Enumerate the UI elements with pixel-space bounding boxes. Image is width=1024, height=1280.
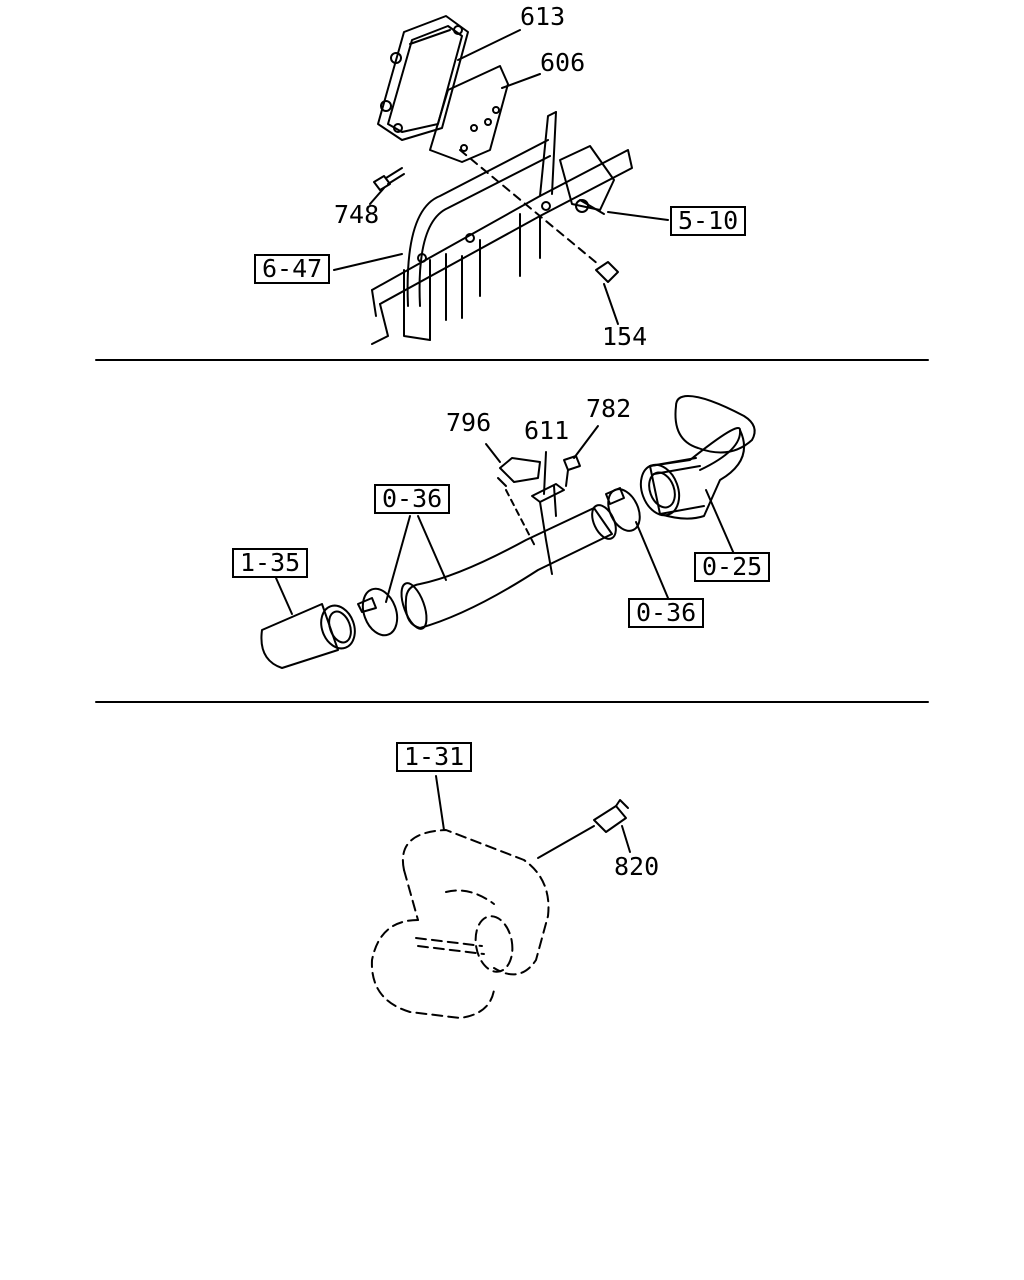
intake-duct [400, 504, 617, 630]
ref-box-0-36-upper[interactable]: 0-36 [374, 484, 451, 514]
ref-box-0-25[interactable]: 0-25 [694, 552, 771, 582]
part-label-154: 154 [602, 322, 648, 351]
bolt-782 [563, 455, 581, 487]
frame-member [371, 111, 633, 345]
part-label-606: 606 [540, 48, 586, 77]
leader-lines-section-1 [333, 29, 669, 325]
part-label-820: 820 [614, 852, 660, 881]
part-label-796: 796 [446, 408, 492, 437]
part-label-748: 748 [334, 200, 380, 229]
ref-box-1-35[interactable]: 1-35 [232, 548, 309, 578]
ref-box-0-36-lower[interactable]: 0-36 [628, 598, 705, 628]
nut-154 [595, 261, 619, 283]
sensor-820 [593, 799, 629, 833]
part-label-782: 782 [586, 394, 632, 423]
bolt-748 [373, 167, 405, 191]
harness-pipe [406, 139, 551, 307]
intercooler-hose-phantom [370, 829, 550, 1019]
ref-box-6-47[interactable]: 6-47 [254, 254, 331, 284]
mounting-bracket [429, 65, 509, 163]
clamp-left [357, 587, 399, 637]
sensor-bracket-611 [531, 483, 565, 575]
hose-1-35 [260, 603, 356, 669]
ref-box-1-31[interactable]: 1-31 [396, 742, 473, 772]
leader-lines-section-2 [275, 425, 735, 615]
leader-lines-section-3 [435, 775, 631, 859]
clamp-right [605, 487, 641, 532]
boost-sensor-796 [497, 457, 541, 487]
ecu-controller-module [377, 15, 469, 141]
ref-box-5-10[interactable]: 5-10 [670, 206, 747, 236]
part-label-611: 611 [524, 416, 570, 445]
hose-0-25 [639, 395, 756, 520]
part-label-613: 613 [520, 2, 566, 31]
